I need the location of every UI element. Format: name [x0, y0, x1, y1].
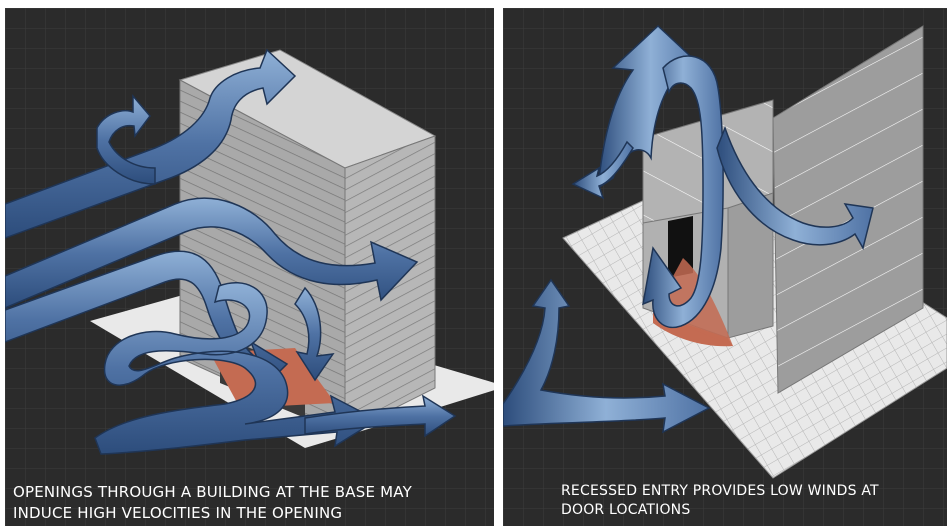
diagram-panel-recessed-entry: RECESSED ENTRY PROVIDES LOW WINDS AT DOO… — [503, 8, 947, 526]
caption-line-1: OPENINGS THROUGH A BUILDING AT THE BASE … — [13, 482, 488, 503]
diagram-panel-openings: OPENINGS THROUGH A BUILDING AT THE BASE … — [5, 8, 494, 526]
caption-recessed-entry: RECESSED ENTRY PROVIDES LOW WINDS AT DOO… — [561, 482, 931, 521]
caption-line-1: RECESSED ENTRY PROVIDES LOW WINDS AT — [561, 482, 931, 501]
recessed-entry-illustration — [503, 8, 947, 526]
caption-line-2: INDUCE HIGH VELOCITIES IN THE OPENING — [13, 503, 488, 524]
openings-illustration — [5, 8, 494, 526]
caption-openings: OPENINGS THROUGH A BUILDING AT THE BASE … — [13, 482, 488, 523]
caption-line-2: DOOR LOCATIONS — [561, 501, 931, 520]
